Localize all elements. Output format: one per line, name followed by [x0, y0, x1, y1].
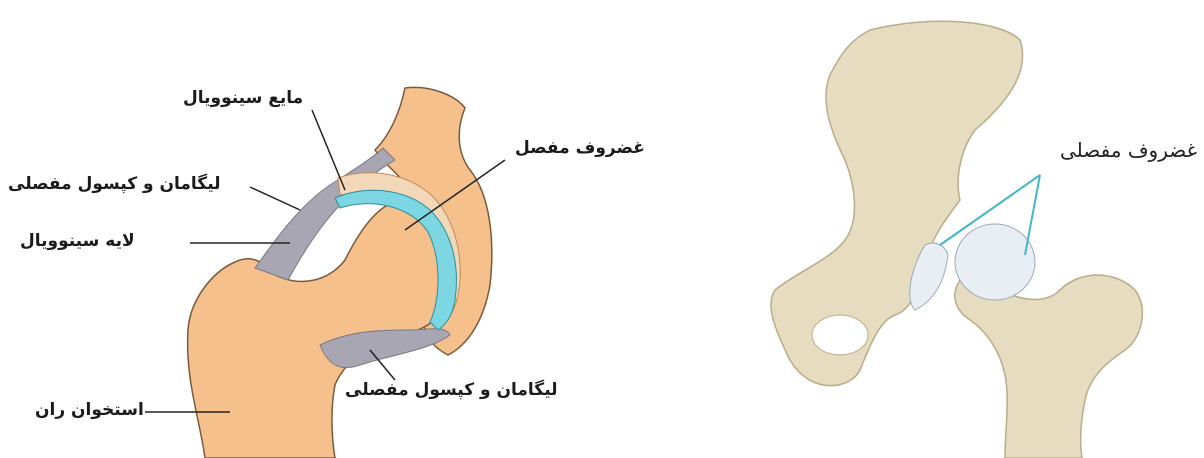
left-hip-joint-diagram	[145, 87, 505, 458]
label-synovial-layer: لایه سینوویال	[20, 233, 135, 250]
right-hip-bone-diagram	[771, 21, 1142, 458]
label-right-articular-cartilage: غضروف مفصلی	[1060, 140, 1197, 160]
pointer-right-cartilage-b	[1025, 175, 1040, 255]
label-synovial-fluid: مایع سینوویال	[183, 90, 303, 107]
obturator-foramen	[812, 315, 868, 355]
femoral-head-cartilage	[955, 224, 1035, 300]
pointer-ligament-upper	[250, 187, 300, 210]
pointer-synovial-fluid	[312, 110, 345, 190]
label-femur: استخوان ران	[35, 402, 144, 419]
femur-bone-3d	[955, 275, 1143, 458]
femur-bone	[188, 200, 455, 458]
label-ligament-capsule-upper: لیگامان و کپسول مفصلی	[8, 176, 221, 193]
label-articular-cartilage: غضروف مفصل	[515, 140, 645, 157]
label-ligament-capsule-lower: لیگامان و کپسول مفصلی	[345, 382, 558, 399]
